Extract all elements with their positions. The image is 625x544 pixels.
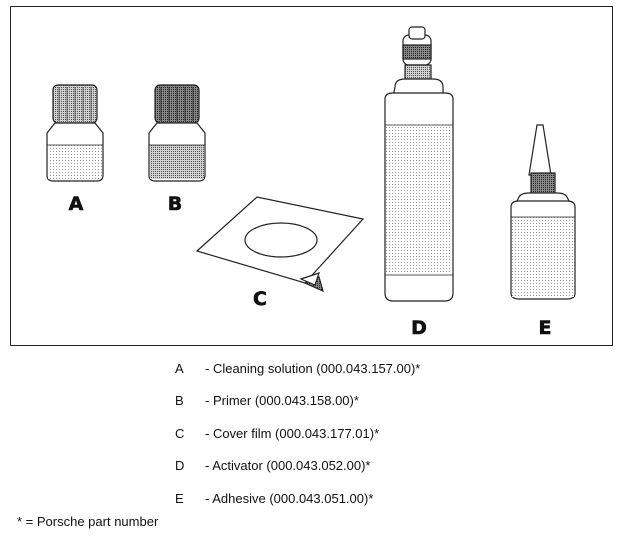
bottle-b-primer bbox=[148, 84, 206, 182]
illustration: A B C D E bbox=[46, 26, 576, 339]
footnote: * = Porsche part number bbox=[17, 514, 159, 529]
legend-text: - Adhesive (000.043.051.00)* bbox=[205, 490, 374, 506]
label-a: A bbox=[69, 193, 84, 215]
legend-text: - Primer (000.043.158.00)* bbox=[205, 393, 359, 409]
label-b: B bbox=[168, 193, 182, 215]
spray-bottle-d-activator bbox=[384, 26, 454, 302]
illustration-frame: A B C D E bbox=[10, 6, 613, 346]
legend-row-a: A - Cleaning solution (000.043.157.00)* bbox=[175, 352, 420, 385]
legend-row-b: B - Primer (000.043.158.00)* bbox=[175, 385, 420, 418]
legend-letter: C bbox=[175, 425, 185, 441]
legend-letter: D bbox=[175, 458, 185, 474]
legend-text: - Cover film (000.043.177.01)* bbox=[205, 425, 380, 441]
legend-row-e: E - Adhesive (000.043.051.00)* bbox=[175, 482, 420, 515]
legend-letter: A bbox=[175, 360, 184, 376]
legend-letter: E bbox=[175, 490, 184, 506]
legend-text: - Activator (000.043.052.00)* bbox=[205, 458, 371, 474]
cover-film-c bbox=[195, 196, 365, 293]
legend-row-c: C - Cover film (000.043.177.01)* bbox=[175, 417, 420, 450]
label-e: E bbox=[539, 317, 552, 339]
bottle-e-adhesive bbox=[510, 124, 576, 300]
label-d: D bbox=[411, 317, 427, 339]
legend: A - Cleaning solution (000.043.157.00)* … bbox=[175, 352, 420, 515]
legend-letter: B bbox=[175, 393, 184, 409]
legend-text: - Cleaning solution (000.043.157.00)* bbox=[205, 360, 421, 376]
bottle-a-cleaning-solution bbox=[46, 84, 104, 182]
label-c: C bbox=[253, 288, 267, 310]
legend-row-d: D - Activator (000.043.052.00)* bbox=[175, 450, 420, 483]
